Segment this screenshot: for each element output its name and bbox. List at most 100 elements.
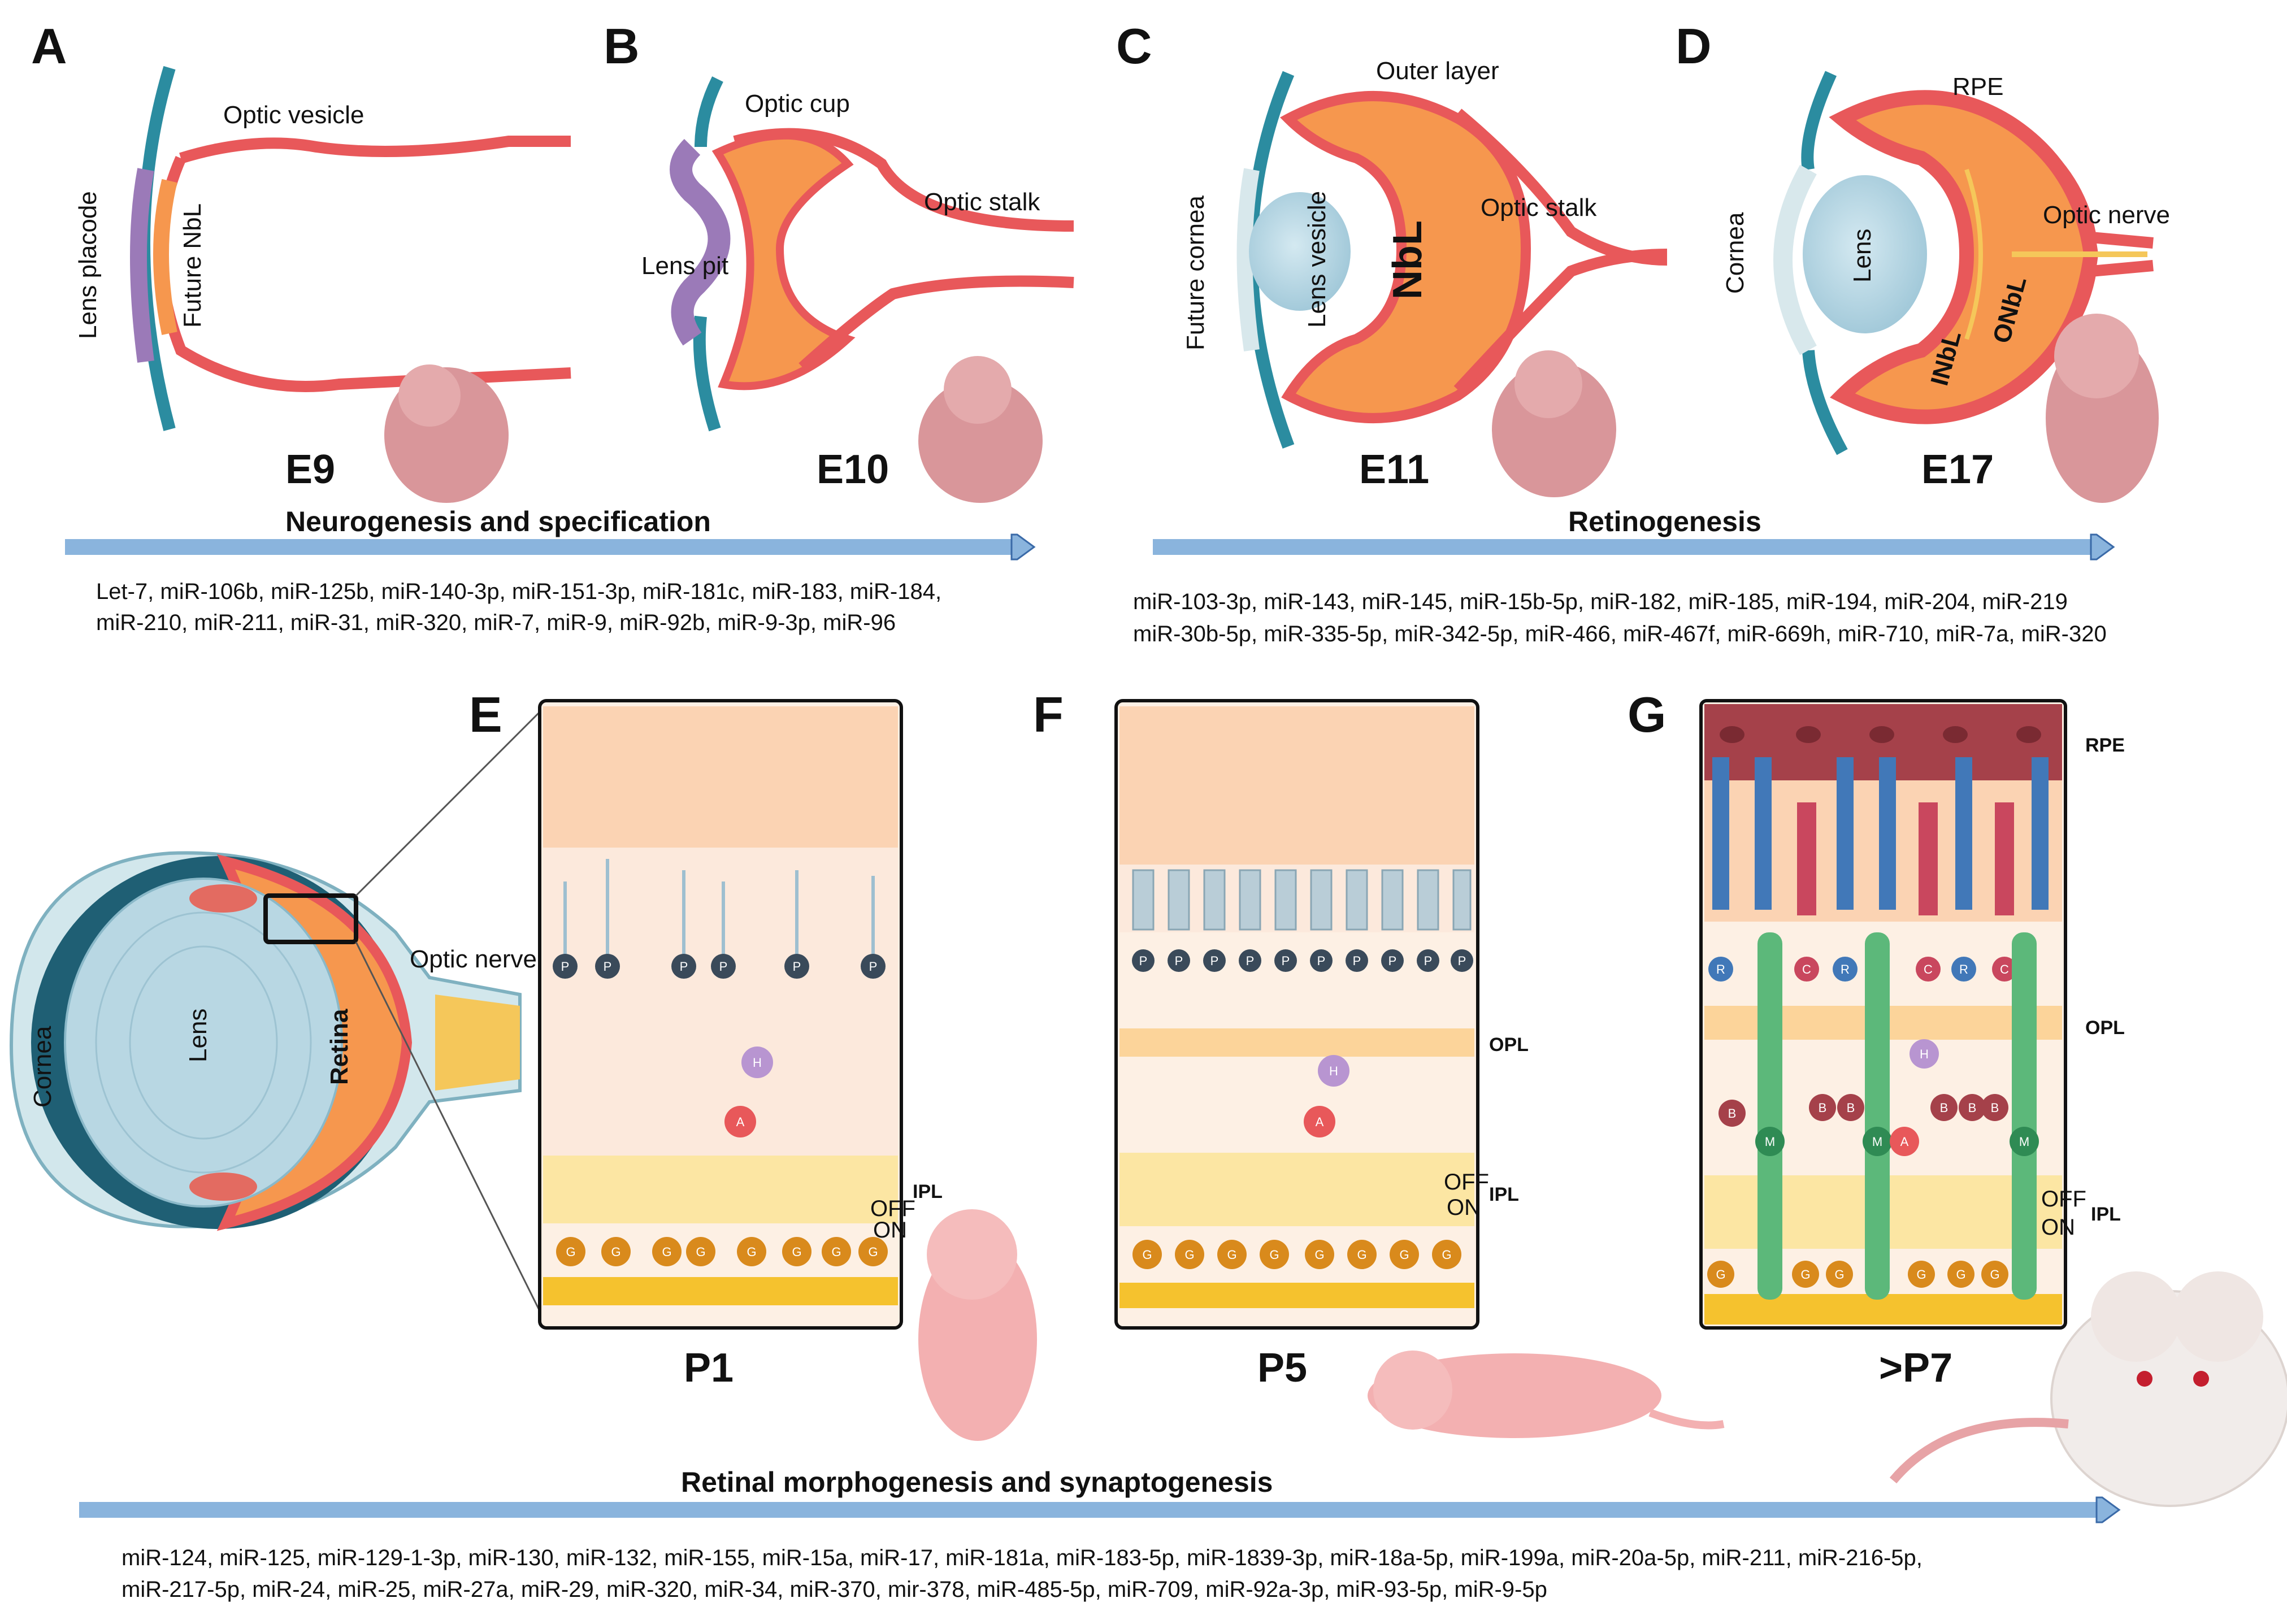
g-cell-m3: M	[2019, 1135, 2029, 1149]
lens-vesicle-shape	[1249, 192, 1351, 311]
e-horizontal-cell	[741, 1047, 773, 1078]
panel-d-letter: D	[1676, 18, 1712, 74]
e-amacrine-cell	[724, 1106, 756, 1137]
cornea-edge-bottom	[1802, 350, 1848, 455]
e-ipl-band	[543, 1156, 898, 1223]
lens-eye-label: Lens	[184, 1009, 212, 1062]
ciliary-body-top	[189, 884, 257, 913]
embryo-e17-icon	[2046, 314, 2159, 503]
optic-vesicle-label: Optic vesicle	[223, 101, 364, 129]
f-cell-g2: G	[1184, 1248, 1194, 1262]
arrow-neuro: Neurogenesis and specification Let-7, mi…	[65, 506, 1036, 635]
stage-p7: >P7	[1879, 1345, 1952, 1391]
f-cell-p1: P	[1139, 954, 1148, 968]
g-ganglion-row: G G G G G G	[1707, 1261, 2008, 1288]
e-cell-p2: P	[604, 959, 612, 974]
panel-e-letter: E	[469, 687, 502, 742]
panel-b: B Optic cup Optic stalk Lens pit E10	[604, 18, 1074, 503]
lens-vesicle-label: Lens vesicle	[1303, 191, 1331, 328]
neuro-mirs-1: Let-7, miR-106b, miR-125b, miR-140-3p, m…	[96, 579, 941, 604]
panel-g: G R C R C R C	[1628, 687, 2287, 1507]
optic-vesicle-outer	[179, 136, 571, 164]
f-cell-g4: G	[1269, 1248, 1279, 1262]
arrow-morpho: Retinal morphogenesis and synaptogenesis…	[79, 1466, 2121, 1602]
lens-placode-shape	[130, 168, 154, 363]
g-cell-b3: B	[1847, 1101, 1855, 1115]
optic-stalk-label-c: Optic stalk	[1481, 194, 1597, 222]
stage-p5: P5	[1257, 1345, 1307, 1391]
f-ganglion-row: G G G G G G G G	[1132, 1240, 1461, 1269]
lens-pit-shape	[670, 138, 731, 346]
g-cell-b4: B	[1940, 1101, 1948, 1115]
e-middle-layer	[543, 848, 898, 1164]
f-off-label: OFF	[1444, 1170, 1489, 1195]
g-gcl-band	[1704, 1294, 2062, 1325]
f-cell-p2: P	[1175, 954, 1183, 968]
optic-cup-shape	[711, 131, 856, 390]
e-cell-p3: P	[680, 959, 688, 974]
morpho-mirs-1: miR-124, miR-125, miR-129-1-3p, miR-130,…	[121, 1545, 1923, 1570]
stage-e17: E17	[1921, 447, 1994, 492]
g-cell-g3: G	[1834, 1267, 1844, 1282]
embryo-e9-icon	[384, 364, 509, 503]
lens-label-d: Lens	[1848, 229, 1876, 283]
cornea-eye-label: Cornea	[29, 1026, 57, 1108]
g-bipolar-row: B B B B B B	[1718, 1094, 2008, 1127]
g-cell-c3: C	[2000, 962, 2009, 976]
f-cell-p10: P	[1458, 954, 1466, 968]
g-cell-g4: G	[1916, 1267, 1926, 1282]
stage-p1: P1	[684, 1345, 734, 1391]
panel-f: F P P P P P P	[1033, 687, 1725, 1438]
f-cell-p6: P	[1317, 954, 1326, 968]
f-cell-h: H	[1329, 1064, 1338, 1078]
f-amacrine-cell	[1304, 1106, 1335, 1137]
f-cell-p7: P	[1353, 954, 1361, 968]
f-cell-g1: G	[1142, 1248, 1152, 1262]
e-gcl-band	[543, 1277, 898, 1305]
g-cell-b5: B	[1968, 1101, 1977, 1115]
nbl-label: NbL	[1385, 220, 1430, 299]
stage-e9: E9	[285, 447, 335, 492]
g-cell-g5: G	[1956, 1267, 1965, 1282]
f-photoreceptors: P P P P P P P P P P	[1132, 869, 1473, 972]
e-cell-g2: G	[611, 1245, 620, 1259]
panel-a: A Optic vesicle Lens placode Future NbL …	[31, 18, 571, 503]
e-on-label: ON	[873, 1218, 907, 1243]
e-cell-p1: P	[561, 959, 570, 974]
inbl-boundary	[1964, 168, 1983, 340]
stage-e11: E11	[1359, 447, 1429, 492]
e-cell-a: A	[736, 1115, 745, 1129]
g-muller-glia: M M M	[1755, 932, 2039, 1300]
g-rod-cone-row: R C R C R C	[1708, 757, 2049, 982]
cornea-shape	[1773, 164, 1817, 355]
f-cell-g5: G	[1314, 1248, 1324, 1262]
ciliary-body-bottom	[189, 1173, 257, 1201]
morpho-mirs-2: miR-217-5p, miR-24, miR-25, miR-27a, miR…	[121, 1577, 1547, 1602]
panel-d: D RPE Optic nerve Cornea Lens INbL ONbL …	[1676, 18, 2170, 503]
optic-nerve-label-d: Optic nerve	[2043, 201, 2170, 229]
panel-c: C Outer layer Optic stalk Future cornea …	[1116, 18, 1668, 497]
g-opl-label: OPL	[2085, 1017, 2125, 1039]
g-cell-g2: G	[1800, 1267, 1810, 1282]
f-ipl-band	[1119, 1153, 1474, 1226]
g-off-label: OFF	[2041, 1187, 2086, 1212]
g-cell-b6: B	[1991, 1101, 1999, 1115]
e-cell-p5: P	[793, 959, 801, 974]
lens-pit-label: Lens pit	[641, 252, 728, 280]
cornea-edge-top	[1801, 71, 1837, 171]
f-top-layer	[1119, 706, 1474, 865]
future-nbl-label: Future NbL	[179, 203, 206, 328]
zoom-line-top	[355, 711, 541, 897]
neuro-mirs-2: miR-210, miR-211, miR-31, miR-320, miR-7…	[96, 610, 896, 635]
future-cornea-clear	[1236, 168, 1260, 351]
f-gcl-band	[1119, 1283, 1474, 1308]
e-cell-h: H	[753, 1056, 762, 1070]
f-cell-p3: P	[1210, 954, 1219, 968]
e-cell-g6: G	[792, 1245, 801, 1259]
e-cell-g1: G	[566, 1245, 575, 1259]
g-cell-g6: G	[1990, 1267, 1999, 1282]
g-cell-b2: B	[1819, 1101, 1827, 1115]
f-cell-p8: P	[1388, 954, 1397, 968]
panel-e: E P P P P P P H A G G G G G G	[469, 687, 1037, 1441]
arrow-retino: Retinogenesis miR-103-3p, miR-143, miR-1…	[1133, 506, 2115, 646]
